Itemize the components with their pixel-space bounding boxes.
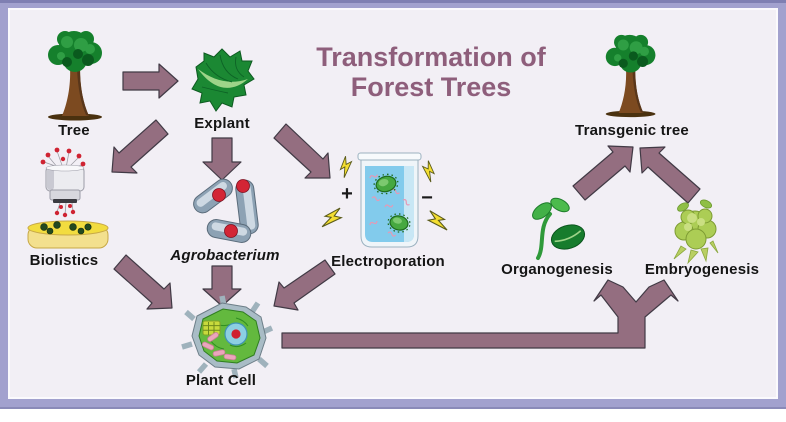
lightning-icon <box>336 154 357 179</box>
arrow-explant-to-biolistics <box>111 119 169 174</box>
cell-in-cuvette <box>387 213 411 233</box>
biolistics-label: Biolistics <box>29 252 99 269</box>
arrow-plant-cell-to-regeneration-fork <box>281 279 679 349</box>
gene-gun-petri-dish-icon <box>27 147 109 249</box>
tree-label: Tree <box>58 122 90 139</box>
organogenesis-label: Organogenesis <box>501 261 613 278</box>
transgenic-tree-icon <box>605 34 656 118</box>
arrow-biolistics-to-plant-cell <box>113 254 173 310</box>
embryogenesis-label: Embryogenesis <box>644 261 760 278</box>
mitochondria <box>201 332 237 361</box>
bacteria-rods-icon <box>193 178 259 243</box>
leaf-icon <box>191 48 255 112</box>
plasmid-dots <box>212 179 250 238</box>
electrode-minus-sign: − <box>421 187 433 209</box>
diagram-artwork <box>27 31 719 379</box>
arrow-organogenesis-to-transgenic-tree <box>572 145 634 201</box>
explant-label: Explant <box>194 115 250 132</box>
electrode-plus-sign: + <box>341 183 353 205</box>
tree-icon <box>48 31 102 121</box>
cell-in-cuvette <box>373 173 399 195</box>
transgenic-tree-label: Transgenic tree <box>575 122 689 139</box>
agrobacterium-label: Agrobacterium <box>170 247 280 264</box>
arrow-explant-to-agrobacterium <box>202 137 242 181</box>
electroporation-label: Electroporation <box>331 253 445 270</box>
lightning-icon <box>424 206 449 236</box>
arrow-explant-to-electroporation <box>273 123 331 179</box>
shoot-icon <box>532 197 586 260</box>
arrow-layer <box>111 63 701 349</box>
cuvette-lightning-icon <box>320 152 449 248</box>
title-line2: Forest Trees <box>350 72 512 102</box>
arrow-electroporation-to-plant-cell <box>273 259 336 311</box>
title-line1: Transformation of <box>316 42 546 72</box>
nucleolus <box>231 329 241 339</box>
arrow-embryogenesis-to-transgenic-tree <box>639 146 701 204</box>
somatic-embryo-icon <box>673 199 719 265</box>
lightning-icon <box>418 159 438 183</box>
arrow-tree-to-explant <box>122 63 179 99</box>
plant-cell-label: Plant Cell <box>185 372 257 389</box>
diagram-title: Transformation of Forest Trees <box>316 42 546 102</box>
plant-cell-icon <box>181 295 274 379</box>
diagram-canvas: Transformation of Forest Trees Tree Expl… <box>0 0 786 407</box>
lightning-icon <box>320 203 346 233</box>
arrow-agrobacterium-to-plant-cell <box>202 265 242 307</box>
